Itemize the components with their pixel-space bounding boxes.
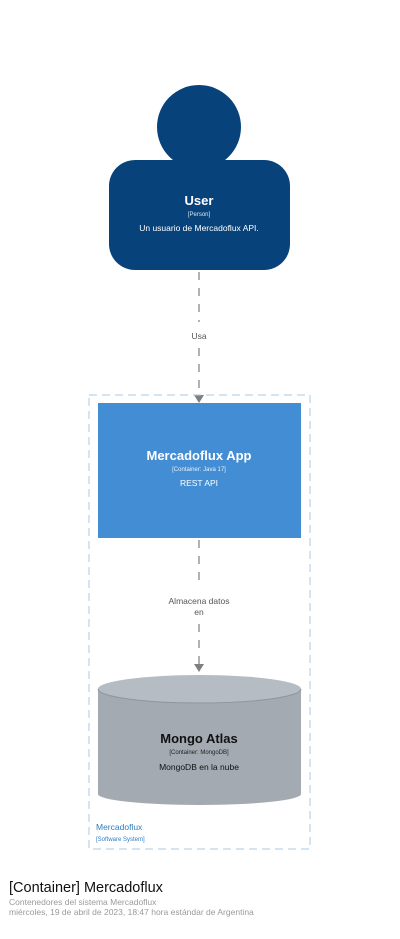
container-app-box	[98, 403, 301, 538]
database-cylinder-body	[98, 689, 301, 806]
diagram-title: [Container] Mercadoflux	[9, 880, 163, 896]
relationship-label-stores-line2: en	[194, 607, 204, 617]
system-boundary[interactable]: Mercadoflux [Software System]	[88, 394, 311, 850]
database-cylinder-top	[98, 675, 301, 703]
container-database-description: MongoDB en la nube	[159, 762, 239, 772]
person-type: [Person]	[188, 212, 211, 218]
container-app-name: Mercadoflux App	[147, 448, 252, 463]
relationship-label-stores-line1: Almacena datos	[169, 596, 230, 606]
container-database-name: Mongo Atlas	[160, 731, 238, 746]
system-boundary-frame	[88, 394, 311, 850]
database-cylinder-rim	[97, 688, 302, 704]
arrowhead-icon	[194, 664, 204, 672]
person-head-icon	[157, 85, 241, 169]
system-boundary-type: [Software System]	[96, 837, 145, 843]
container-database-technology: [Container: MongoDB]	[169, 750, 229, 756]
person-body	[109, 160, 290, 270]
diagram-timestamp: miércoles, 19 de abril de 2023, 18:47 ho…	[9, 907, 254, 917]
person-description: Un usuario de Mercadoflux API.	[139, 223, 259, 233]
relationship-stores-data[interactable]: Almacena datos en	[169, 540, 230, 672]
system-boundary-name: Mercadoflux	[96, 822, 143, 832]
diagram-footer: [Container] Mercadoflux Contenedores del…	[9, 880, 389, 917]
person-name: User	[185, 193, 214, 208]
relationship-uses[interactable]: Usa	[191, 272, 207, 403]
diagram-subtitle: Contenedores del sistema Mercadoflux	[9, 897, 157, 907]
container-database[interactable]: Mongo Atlas [Container: MongoDB] MongoDB…	[97, 675, 302, 806]
container-app-description: REST API	[180, 478, 218, 488]
container-app[interactable]: Mercadoflux App [Container: Java 17] RES…	[98, 403, 301, 538]
arrowhead-icon	[194, 395, 204, 403]
person-user[interactable]: User [Person] Un usuario de Mercadoflux …	[109, 85, 290, 270]
container-app-technology: [Container: Java 17]	[172, 467, 226, 473]
relationship-label-uses: Usa	[191, 331, 206, 341]
